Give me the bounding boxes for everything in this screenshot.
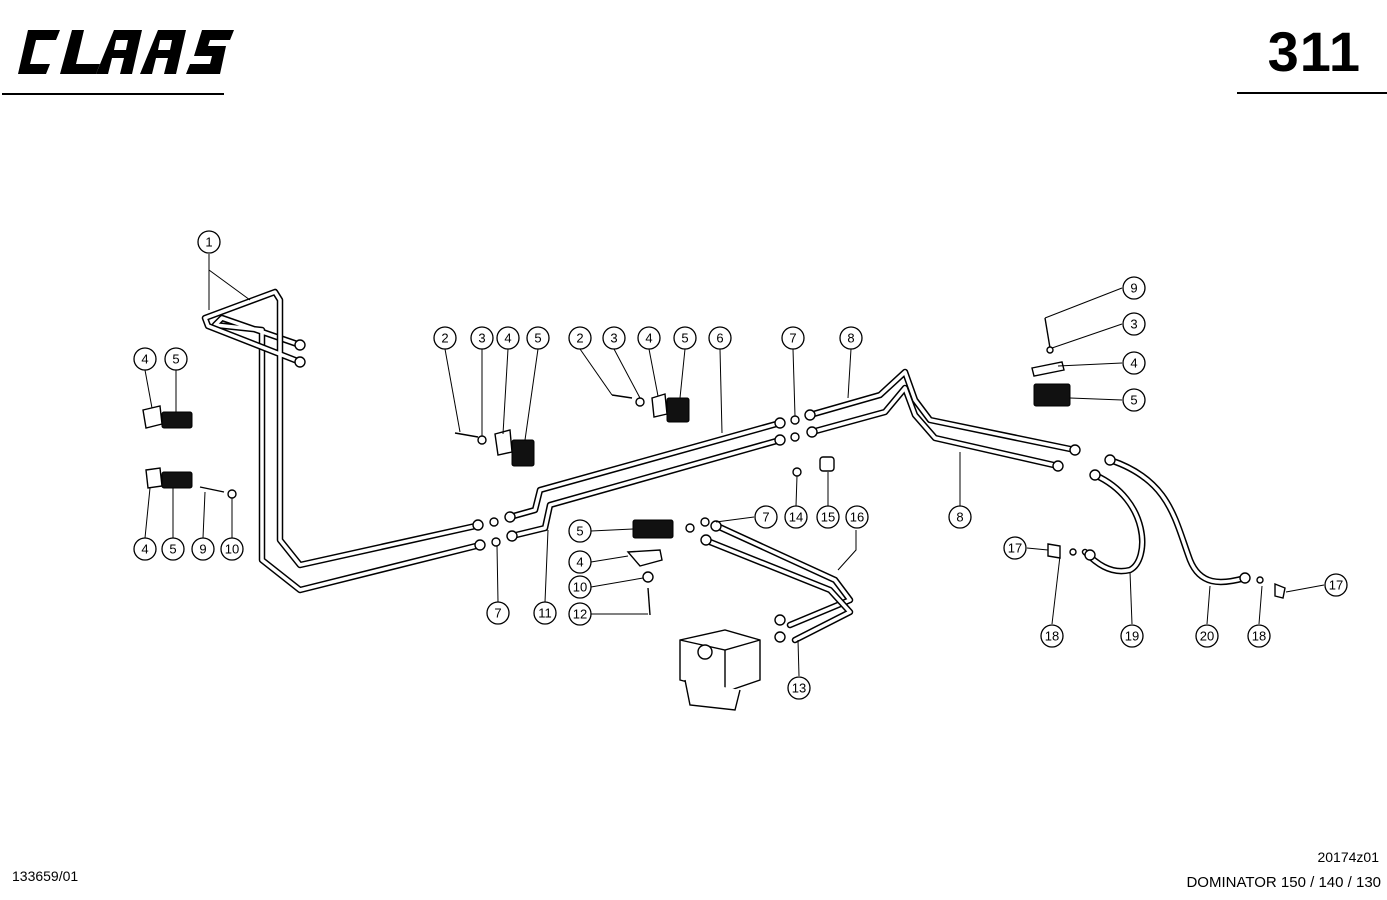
callout-5: 5 <box>1122 388 1146 412</box>
callout-4: 4 <box>496 326 520 350</box>
callout-4: 4 <box>133 537 157 561</box>
callout-18: 18 <box>1040 624 1064 648</box>
svg-text:6: 6 <box>716 331 723 346</box>
fittings <box>142 317 1286 711</box>
svg-text:4: 4 <box>504 331 511 346</box>
callout-19: 19 <box>1120 624 1144 648</box>
svg-text:1: 1 <box>205 235 212 250</box>
callout-5: 5 <box>568 519 592 543</box>
header-rule-right <box>1237 92 1387 94</box>
leader-lines <box>144 254 1325 677</box>
claas-logo <box>14 24 236 80</box>
svg-text:9: 9 <box>199 542 206 557</box>
callout-7: 7 <box>754 505 778 529</box>
callout-6: 6 <box>708 326 732 350</box>
svg-text:18: 18 <box>1252 629 1266 644</box>
svg-text:5: 5 <box>169 542 176 557</box>
callout-1: 1 <box>197 230 221 254</box>
callout-8: 8 <box>839 326 863 350</box>
callout-17: 17 <box>1324 573 1348 597</box>
svg-text:9: 9 <box>1130 281 1137 296</box>
svg-text:4: 4 <box>1130 356 1137 371</box>
svg-text:3: 3 <box>610 331 617 346</box>
callout-12: 12 <box>568 602 592 626</box>
callout-3: 3 <box>470 326 494 350</box>
svg-text:14: 14 <box>789 510 803 525</box>
callout-9: 9 <box>191 537 215 561</box>
reference-code: 20174z01 <box>1317 849 1379 865</box>
svg-text:11: 11 <box>538 606 552 621</box>
svg-text:7: 7 <box>494 606 501 621</box>
callout-18: 18 <box>1247 624 1271 648</box>
svg-text:7: 7 <box>762 510 769 525</box>
callout-2: 2 <box>568 326 592 350</box>
callout-11: 11 <box>533 601 557 625</box>
svg-text:2: 2 <box>576 331 583 346</box>
callout-5: 5 <box>526 326 550 350</box>
svg-text:10: 10 <box>225 542 239 557</box>
svg-text:17: 17 <box>1008 541 1022 556</box>
pipe-assembly-6-11 <box>506 419 784 540</box>
callout-13: 13 <box>787 676 811 700</box>
svg-text:13: 13 <box>792 681 806 696</box>
svg-text:17: 17 <box>1329 578 1343 593</box>
svg-text:4: 4 <box>576 555 583 570</box>
callout-4: 4 <box>637 326 661 350</box>
pipe-assembly-1 <box>201 288 484 594</box>
svg-text:16: 16 <box>850 510 864 525</box>
callout-2: 2 <box>433 326 457 350</box>
model-designation: DOMINATOR 150 / 140 / 130 <box>1186 874 1381 891</box>
callout-7: 7 <box>781 326 805 350</box>
callout-3: 3 <box>1122 312 1146 336</box>
pipe-assembly-16-13 <box>701 521 854 644</box>
svg-text:5: 5 <box>534 331 541 346</box>
svg-text:5: 5 <box>1130 393 1137 408</box>
callout-5: 5 <box>164 347 188 371</box>
pipe-assembly-8 <box>806 368 1079 470</box>
svg-text:12: 12 <box>573 607 587 622</box>
svg-text:8: 8 <box>847 331 854 346</box>
svg-text:3: 3 <box>478 331 485 346</box>
svg-text:2: 2 <box>441 331 448 346</box>
svg-text:10: 10 <box>573 580 587 595</box>
callout-8: 8 <box>948 505 972 529</box>
svg-text:4: 4 <box>141 352 148 367</box>
hoses-19-20 <box>1081 456 1249 586</box>
callout-17: 17 <box>1003 536 1027 560</box>
callout-14: 14 <box>784 505 808 529</box>
svg-text:4: 4 <box>141 542 148 557</box>
callout-15: 15 <box>816 505 840 529</box>
callout-5: 5 <box>673 326 697 350</box>
callout-4: 4 <box>1122 351 1146 375</box>
svg-text:18: 18 <box>1045 629 1059 644</box>
callout-4: 4 <box>568 550 592 574</box>
svg-text:5: 5 <box>681 331 688 346</box>
drawing-id: 133659/01 <box>12 868 79 884</box>
callout-9: 9 <box>1122 276 1146 300</box>
callout-10: 10 <box>568 575 592 599</box>
callout-16: 16 <box>845 505 869 529</box>
svg-text:4: 4 <box>645 331 652 346</box>
callout-7: 7 <box>486 601 510 625</box>
svg-text:3: 3 <box>1130 317 1137 332</box>
callout-3: 3 <box>602 326 626 350</box>
callout-5: 5 <box>161 537 185 561</box>
svg-text:15: 15 <box>821 510 835 525</box>
callout-20: 20 <box>1195 624 1219 648</box>
svg-text:20: 20 <box>1200 629 1214 644</box>
svg-text:5: 5 <box>172 352 179 367</box>
svg-text:19: 19 <box>1125 629 1139 644</box>
page-number: 311 <box>1267 20 1361 83</box>
svg-text:7: 7 <box>789 331 796 346</box>
svg-text:8: 8 <box>956 510 963 525</box>
callout-4: 4 <box>133 347 157 371</box>
svg-text:5: 5 <box>576 524 583 539</box>
header-rule-left <box>2 93 224 95</box>
callout-10: 10 <box>220 537 244 561</box>
